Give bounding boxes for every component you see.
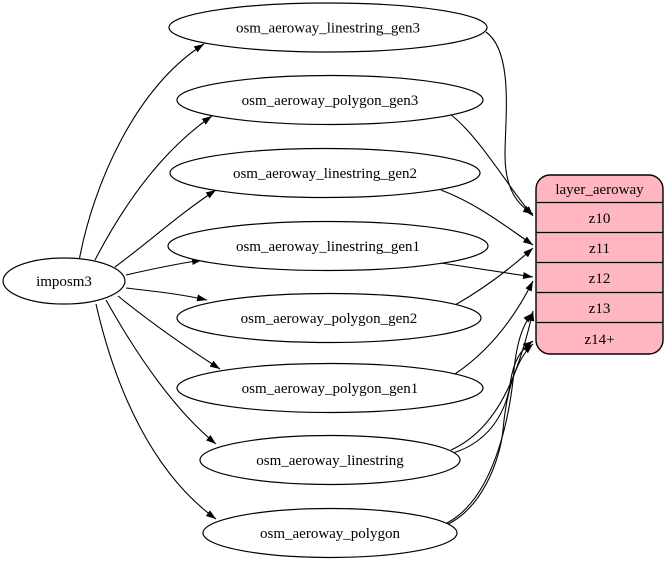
row-z10: z10 [589, 211, 611, 227]
table-ellipse [169, 147, 481, 199]
edge-osm-aeroway-linestring-gen1-to-z12 [440, 262, 534, 280]
table-label: osm_aeroway_polygon [260, 526, 400, 542]
edge-osm-aeroway-polygon-to-z14 [443, 343, 534, 527]
node-osm-aeroway-linestring-gen3: osm_aeroway_linestring_gen3 [168, 2, 488, 53]
edge-imposm3-to-osm-aeroway-linestring [105, 299, 217, 445]
edge-imposm3-to-osm-aeroway-polygon [95, 303, 217, 520]
layer-aeroway-box [535, 174, 664, 355]
edge-osm-aeroway-polygon-to-z13 [446, 312, 534, 524]
table-ellipse [167, 220, 489, 272]
node-osm-aeroway-linestring-gen1: osm_aeroway_linestring_gen1 [167, 220, 489, 272]
table-label: osm_aeroway_linestring_gen3 [236, 21, 420, 37]
edge-imposm3-to-osm-aeroway-polygon-gen3 [94, 115, 213, 261]
table-ellipse [199, 434, 461, 486]
row-z12: z12 [589, 271, 611, 287]
table-ellipse [168, 2, 488, 53]
layer-aeroway-title: layer_aeroway [555, 182, 644, 198]
edge-imposm3-to-osm-aeroway-linestring-gen2 [114, 189, 217, 268]
table-label: osm_aeroway_polygon_gen2 [241, 311, 418, 327]
node-osm-aeroway-polygon-gen3: osm_aeroway_polygon_gen3 [176, 74, 484, 126]
edge-osm-aeroway-polygon-gen3-to-z10 [449, 113, 534, 217]
table-ellipse [176, 362, 484, 414]
imposm3-label: imposm3 [36, 274, 92, 290]
node-osm-aeroway-polygon-gen1: osm_aeroway_polygon_gen1 [176, 362, 484, 414]
node-osm-aeroway-linestring-gen2: osm_aeroway_linestring_gen2 [169, 147, 481, 199]
edge-imposm3-to-osm-aeroway-linestring-gen3 [78, 43, 205, 262]
node-osm-aeroway-polygon-gen2: osm_aeroway_polygon_gen2 [176, 292, 482, 344]
edge-imposm3-to-osm-aeroway-polygon-gen2 [125, 287, 208, 302]
edge-imposm3-to-osm-aeroway-polygon-gen1 [117, 295, 221, 370]
edges-source-to-tables [78, 43, 221, 520]
node-imposm3: imposm3 [2, 257, 126, 305]
edge-osm-aeroway-linestring-gen3-to-z10 [485, 31, 534, 215]
table-label: osm_aeroway_linestring [256, 453, 404, 469]
table-ellipse [176, 74, 484, 126]
edge-osm-aeroway-linestring-gen2-to-z11 [440, 189, 534, 246]
node-layer-aeroway: layer_aeroway z10 z11 z12 z13 z14+ [535, 174, 664, 355]
edges-tables-to-layer [440, 31, 535, 527]
row-z13: z13 [589, 301, 611, 317]
node-osm-aeroway-polygon: osm_aeroway_polygon [202, 507, 458, 559]
table-label: osm_aeroway_polygon_gen1 [242, 381, 419, 397]
table-ellipse [176, 292, 482, 344]
table-label: osm_aeroway_polygon_gen3 [242, 93, 419, 109]
edge-imposm3-to-osm-aeroway-linestring-gen1 [125, 258, 203, 276]
edge-osm-aeroway-polygon-gen2-to-z11 [454, 247, 534, 306]
edge-osm-aeroway-polygon-gen1-to-z12 [454, 280, 534, 375]
table-label: osm_aeroway_linestring_gen2 [233, 166, 417, 182]
imposm3-ellipse [2, 257, 126, 305]
row-z11: z11 [589, 241, 610, 257]
table-ellipse [202, 507, 458, 559]
node-osm-aeroway-linestring: osm_aeroway_linestring [199, 434, 461, 486]
table-label: osm_aeroway_linestring_gen1 [236, 239, 420, 255]
row-z14plus: z14+ [584, 332, 614, 348]
edge-osm-aeroway-linestring-to-z13 [450, 310, 535, 451]
